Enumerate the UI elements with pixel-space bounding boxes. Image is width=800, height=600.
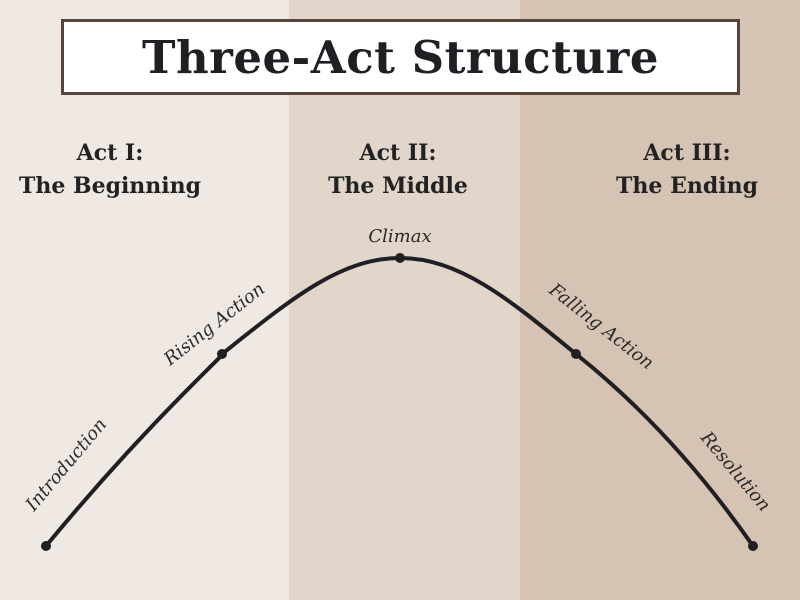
act-1-band [0,0,289,600]
act-3-heading: Act III: The Ending [587,137,787,203]
resolution-point [748,541,758,551]
act-1-name: The Beginning [18,173,202,199]
story-arc-curve [44,255,755,548]
act-2-band [289,0,520,600]
act-2-heading: Act II: The Middle [298,137,498,203]
act-1-number: Act I: [76,140,144,166]
falling-action-point [571,349,581,359]
climax-label: Climax [368,226,431,247]
title-box: Three-Act Structure [61,19,740,95]
act-2-name: The Middle [328,173,468,199]
rising-action-point [217,349,227,359]
resolution-label: Resolution [696,427,775,516]
diagram-title: Three-Act Structure [141,30,660,84]
falling-action-label: Falling Action [544,279,657,374]
act-2-number: Act II: [359,140,437,166]
act-3-name: The Ending [616,173,758,199]
act-3-number: Act III: [643,140,731,166]
introduction-point [41,541,51,551]
climax-point [395,253,405,263]
introduction-label: Introduction [21,414,111,516]
rising-action-label: Rising Action [159,279,269,371]
act-1-heading: Act I: The Beginning [10,137,210,203]
act-3-band [520,0,800,600]
